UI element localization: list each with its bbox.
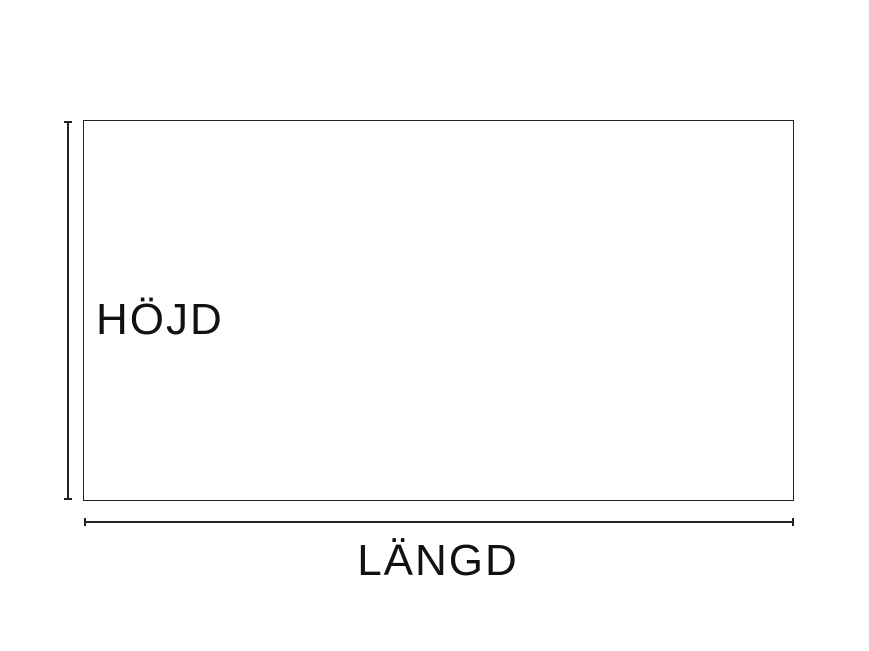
length-dimension-line bbox=[84, 518, 794, 526]
height-label: HÖJD bbox=[96, 295, 224, 344]
length-label: LÄNGD bbox=[357, 536, 519, 585]
height-dimension-line bbox=[64, 121, 72, 500]
dimensioned-rectangle bbox=[83, 120, 794, 501]
